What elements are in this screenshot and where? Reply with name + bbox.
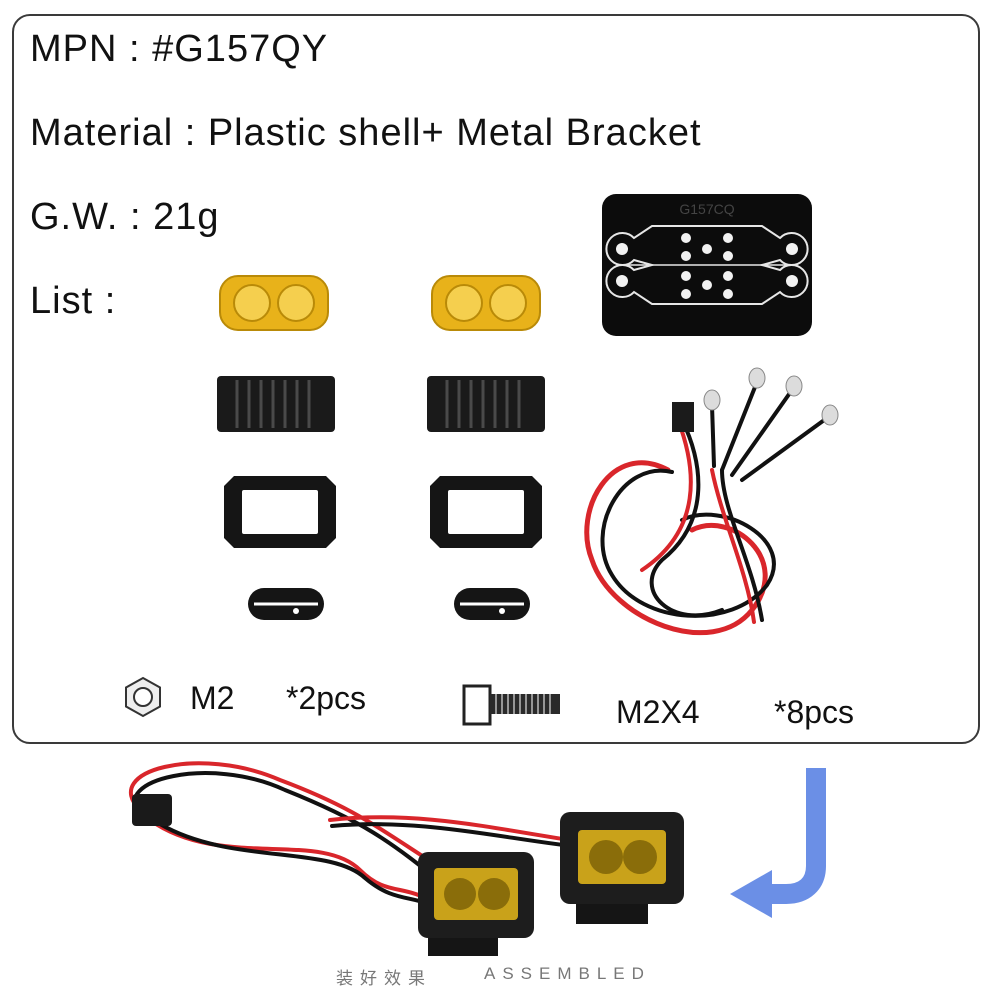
spec-panel: [12, 14, 980, 744]
screw-size: M2X4: [616, 694, 700, 730]
plate-engraving: G157CQ: [679, 201, 734, 217]
housing-right-image: [427, 376, 545, 432]
assembled-label-chinese: 装好效果: [336, 969, 432, 988]
lens-left-image: [219, 275, 329, 331]
bracket-plate-image: G157CQ: [602, 194, 812, 336]
nut-size: M2: [190, 680, 235, 716]
assembled-product-image: [129, 761, 684, 956]
material-label: Material : Plastic shell+ Metal Bracket: [30, 112, 702, 154]
housing-left-image: [217, 376, 335, 432]
led-wiring-harness-image: [584, 367, 839, 636]
mpn-label: MPN : #G157QY: [30, 28, 329, 70]
screw-quantity: *8pcs: [774, 694, 855, 730]
clip-left-image: [248, 588, 324, 620]
gross-weight-label: G.W. : 21g: [30, 196, 220, 238]
lens-right-image: [431, 275, 541, 331]
bezel-left-image: [224, 476, 336, 548]
list-label: List :: [30, 280, 117, 322]
arrow-icon: [730, 768, 826, 918]
screw-icon: [462, 684, 560, 726]
nut-quantity: *2pcs: [286, 680, 367, 716]
bezel-right-image: [430, 476, 542, 548]
hex-nut-icon: [125, 676, 161, 718]
assembled-label: ASSEMBLED: [484, 964, 651, 983]
clip-right-image: [454, 588, 530, 620]
